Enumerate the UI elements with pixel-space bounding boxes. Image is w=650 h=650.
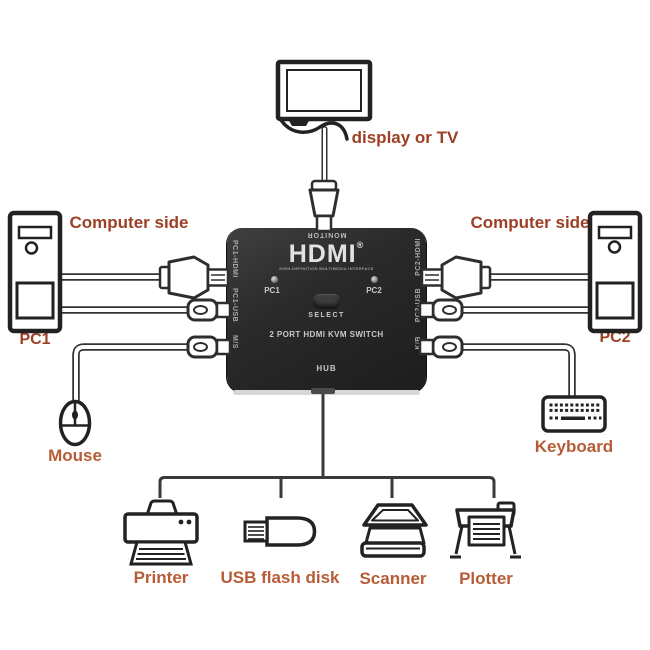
usb-connector-mouse [186,335,232,359]
select-button-label: SELECT [308,312,345,319]
select-button [313,294,340,308]
usb-flash-disk-label: USB flash disk [220,568,340,587]
usb-connector-pc1 [186,298,232,322]
printer-icon [123,499,199,566]
model-title: 2 PORT HDMI KVM SWITCH [269,330,384,339]
hdmi-logo-text: HDMI [288,240,357,268]
scanner-label: Scanner [359,569,427,588]
plotter-label: Plotter [459,569,513,588]
port-label-monitor: MONITOR [306,231,347,238]
port-label-pc2-hdmi: PC2-HDMI [415,238,422,276]
display-or-tv-label: display or TV [351,128,459,147]
hdmi-logo-subtitle: HIGH-DEFINITION MULTIMEDIA INTERFACE [279,266,374,271]
keyboard-icon [541,395,607,433]
led-pc1 [271,276,278,283]
computer-side-left-label: Computer side [69,213,189,232]
usb-connector-pc2 [418,298,464,322]
plotter-icon [450,501,521,559]
hdmi-connector-left [158,255,230,300]
port-label-pc1-hdmi: PC1-HDMI [231,240,238,278]
computer-side-right-label: Computer side [470,213,590,232]
hdmi-connector-right [420,255,492,300]
port-label-ms: M/S [231,335,238,349]
cable-mouse [72,343,195,401]
pc1-tower-icon [7,210,63,334]
cable-keyboard [460,343,576,399]
led-pc2 [371,276,378,283]
usb-connector-keyboard [418,335,464,359]
keyboard-label: Keyboard [534,437,614,456]
mouse-label: Mouse [48,446,102,465]
hub-tree-lines [158,391,496,498]
port-label-hub: HUB [316,364,337,373]
pc2-label: PC2 [599,329,631,346]
registered-mark: ® [356,240,365,250]
hdmi-plug-monitor [308,179,340,233]
printer-label: Printer [133,568,189,587]
pc1-label: PC1 [19,331,51,348]
usb-flash-disk-icon [243,516,317,547]
led-pc2-label: PC2 [366,286,382,295]
mouse-icon [58,399,92,447]
scanner-icon [360,503,428,558]
hdmi-logo: HDMI® [227,241,426,267]
port-label-kb: K/B [415,336,422,350]
kvm-switch-box: MONITOR HDMI® HIGH-DEFINITION MULTIMEDIA… [227,228,426,395]
port-label-pc2-usb: PC2-USB [415,288,422,323]
port-label-pc1-usb: PC1-USB [231,288,238,323]
led-pc1-label: PC1 [264,286,280,295]
